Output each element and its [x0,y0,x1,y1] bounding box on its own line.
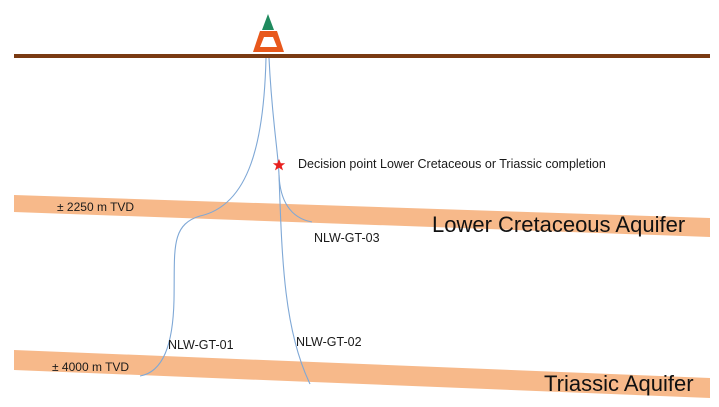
ground-surface-line [14,54,710,58]
triassic-aquifer-band [14,350,710,398]
triassic-aquifer-label: Triassic Aquifer [544,371,694,396]
well-label-nlw-gt-02: NLW-GT-02 [296,335,362,349]
decision-point-label: Decision point Lower Cretaceous or Trias… [298,157,606,171]
well-label-nlw-gt-03: NLW-GT-03 [314,231,380,245]
lower-cretaceous-aquifer-label: Lower Cretaceous Aquifer [432,212,685,237]
well-path-nlw-gt-01 [139,57,267,377]
triassic-depth-label: ± 4000 m TVD [52,360,129,374]
well-label-nlw-gt-01: NLW-GT-01 [168,338,234,352]
star-icon [272,159,286,171]
lower-cretaceous-depth-label: ± 2250 m TVD [57,200,134,214]
rig-frame-opening [260,37,277,47]
rig-top-triangle [262,14,274,30]
lower-cretaceous-aquifer-band [14,195,710,237]
well-path-nlw-gt-03 [278,174,313,223]
well-path-nlw-gt-02 [268,57,311,385]
drilling-rig-icon [253,14,284,52]
